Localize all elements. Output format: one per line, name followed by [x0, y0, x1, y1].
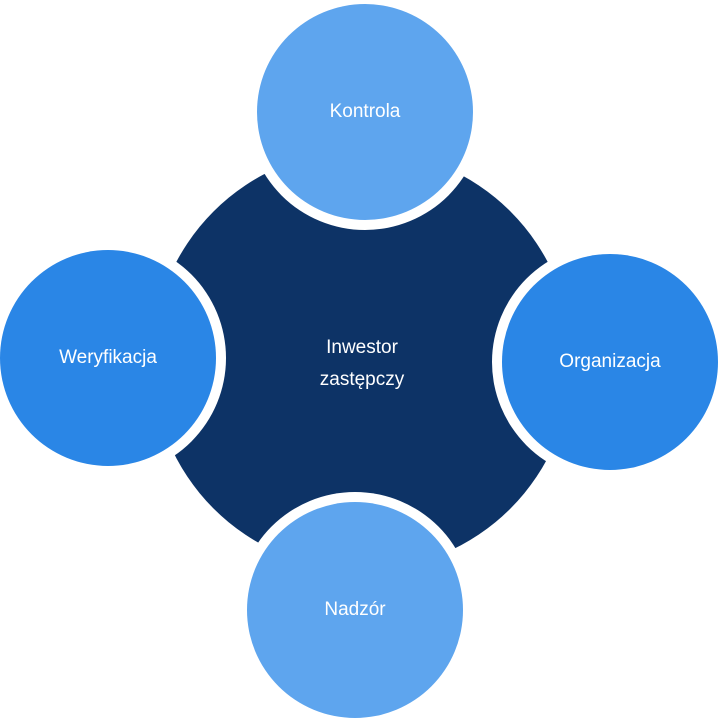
node-weryfikacja-label: Weryfikacja: [59, 347, 157, 368]
node-organizacja-label: Organizacja: [559, 351, 661, 372]
node-kontrola-label: Kontrola: [330, 101, 401, 122]
center-label-line2: zastępczy: [320, 369, 405, 390]
node-organizacja-circle: [502, 254, 718, 470]
node-kontrola-circle: [257, 4, 473, 220]
center-label-line1: Inwestor: [326, 337, 398, 358]
node-nadzor-label: Nadzór: [324, 599, 386, 620]
center-hub: [152, 150, 572, 570]
node-nadzor-circle: [247, 502, 463, 718]
node-weryfikacja-circle: [0, 250, 216, 466]
